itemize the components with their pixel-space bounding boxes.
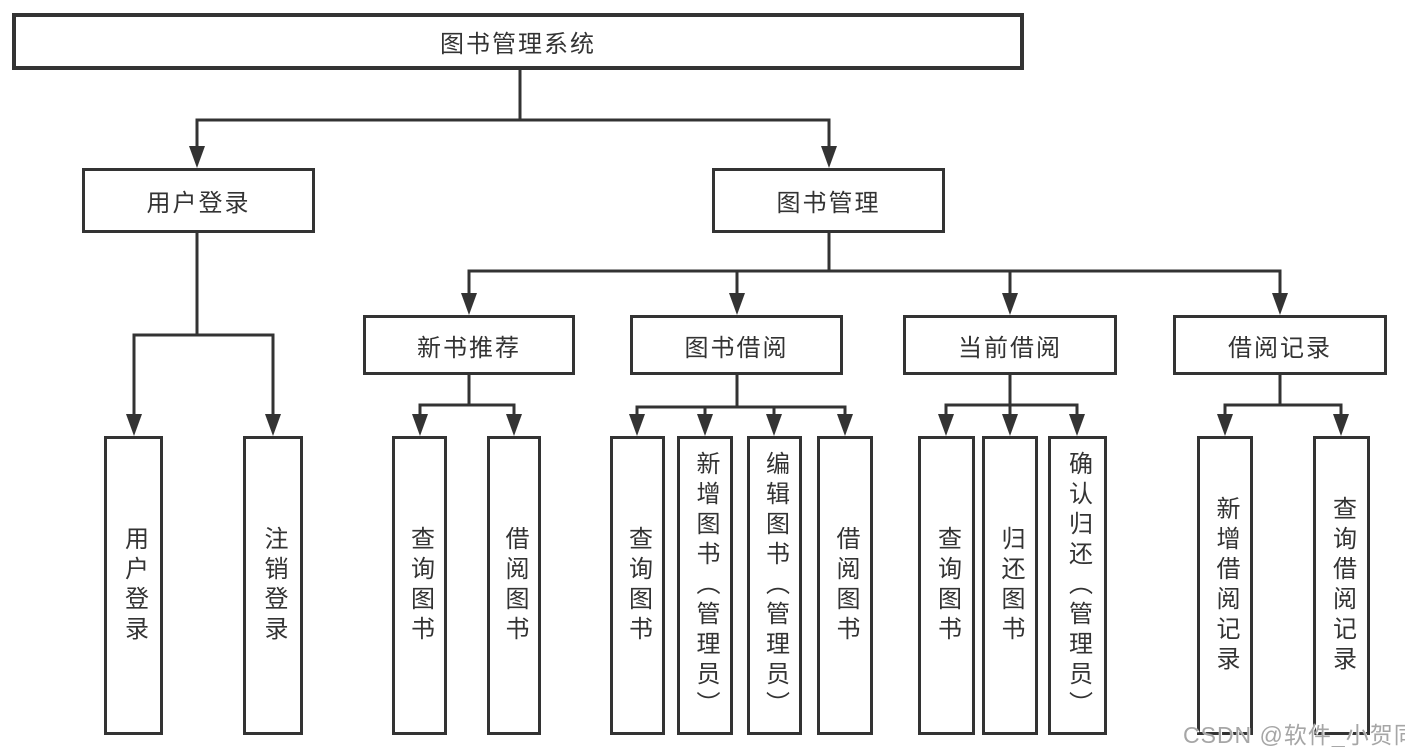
node-add-borrow-record: 新增借阅记录 [1197, 436, 1253, 735]
node-new-book-recommendation: 新书推荐 [363, 315, 575, 375]
node-borrow-books-recommend: 借阅图书 [487, 436, 541, 735]
node-user-login: 用户登录 [82, 168, 315, 233]
node-user-login-action: 用户登录 [104, 436, 163, 735]
node-query-borrow-record: 查询借阅记录 [1313, 436, 1370, 735]
node-logout-action: 注销登录 [243, 436, 303, 735]
csdn-watermark: CSDN @软件_小贺同学 [1183, 722, 1405, 747]
node-edit-books-admin: 编辑图书（管理员） [747, 436, 802, 735]
node-book-management: 图书管理 [712, 168, 945, 233]
node-add-books-admin: 新增图书（管理员） [677, 436, 733, 735]
node-borrow-books: 借阅图书 [817, 436, 873, 735]
node-confirm-return-admin: 确认归还（管理员） [1048, 436, 1107, 735]
node-return-books: 归还图书 [982, 436, 1038, 735]
node-book-borrowing: 图书借阅 [630, 315, 843, 375]
node-current-borrowing: 当前借阅 [903, 315, 1117, 375]
node-borrowing-records: 借阅记录 [1173, 315, 1387, 375]
node-library-system: 图书管理系统 [12, 13, 1024, 70]
node-query-books-borrowing: 查询图书 [610, 436, 665, 735]
node-query-books-recommend: 查询图书 [392, 436, 447, 735]
node-query-books-current: 查询图书 [918, 436, 975, 735]
